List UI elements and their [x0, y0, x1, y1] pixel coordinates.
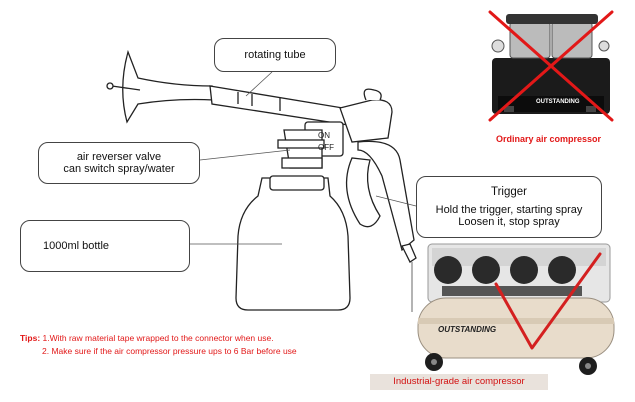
pointer-trigger	[375, 195, 417, 207]
bottle-label: 1000ml bottle	[43, 240, 110, 252]
tips-label: Tips:	[20, 333, 41, 343]
on-marking: ON	[318, 131, 330, 140]
trigger-callout: Trigger Hold the trigger, starting spray…	[416, 176, 602, 238]
off-marking: OFF	[318, 143, 334, 152]
ordinary-brand: OUTSTANDING	[536, 99, 580, 105]
tips-line1: 1.With raw material tape wrapped to the …	[42, 333, 274, 343]
gun-handle	[357, 140, 415, 252]
valve-label-line2: can switch spray/water	[63, 163, 175, 175]
ordinary-compressor-caption: Ordinary air compressor	[496, 134, 602, 144]
ordinary-compressor-illustration: OUTSTANDING	[491, 14, 610, 114]
nozzle-horn	[122, 49, 215, 124]
cross-mark	[488, 10, 614, 122]
valve-label-line1: air reverser valve	[76, 151, 162, 163]
pointer-rotating-tube	[245, 71, 273, 97]
bottle-body	[235, 177, 351, 311]
bottle-callout: 1000ml bottle	[20, 220, 190, 272]
pointer-valve	[199, 149, 291, 161]
rotating-tube-label: rotating tube	[244, 49, 306, 61]
trigger-line2: Loosen it, stop spray	[458, 216, 560, 228]
tornado-gun-drawing	[106, 49, 417, 312]
trigger-line1: Hold the trigger, starting spray	[435, 204, 583, 216]
trigger-title: Trigger	[491, 186, 527, 198]
gun-head	[339, 99, 393, 143]
rotating-tube-barrel	[209, 85, 356, 127]
tips-line1-row: Tips: 1.With raw material tape wrapped t…	[20, 332, 410, 345]
tips-line2-row: 2. Make sure if the air compressor press…	[20, 345, 410, 358]
valve-callout: air reverser valve can switch spray/wate…	[38, 142, 200, 184]
tips-block: Tips: 1.With raw material tape wrapped t…	[20, 332, 410, 358]
rotating-tube-callout: rotating tube	[214, 38, 336, 72]
industrial-compressor-caption: Industrial-grade air compressor	[370, 374, 548, 390]
check-mark	[494, 252, 602, 350]
trigger-lever	[346, 157, 381, 228]
tips-line2: 2. Make sure if the air compressor press…	[42, 346, 297, 356]
industrial-brand: OUTSTANDING	[438, 325, 496, 334]
industrial-compressor-illustration: OUTSTANDING	[417, 243, 615, 375]
